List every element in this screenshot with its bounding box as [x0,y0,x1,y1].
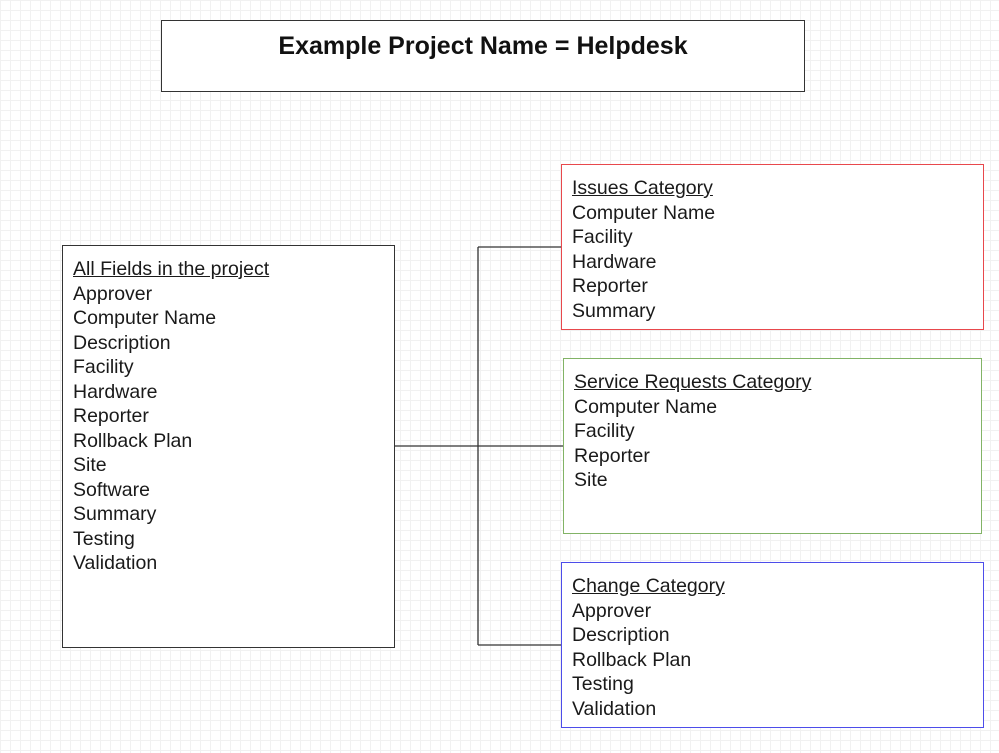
field-item: Approver [73,282,153,305]
field-item: Summary [73,503,157,525]
field-item: Hardware [73,380,158,403]
field-item: Description [73,331,171,354]
category-item: Validation [572,697,657,720]
service-requests-category-heading: Service Requests Category [574,371,812,393]
field-item: Software [73,478,150,501]
category-item: Facility [574,420,635,442]
category-item: Description [572,624,670,646]
category-item: Computer Name [574,395,718,418]
category-item: Computer Name [572,201,716,224]
category-item: Approver [572,599,652,622]
issues-category-box: Issues Category Computer Name Facility H… [561,164,984,330]
field-item: Reporter [73,405,149,427]
service-requests-category-list: Computer Name Facility Reporter Site [574,395,971,493]
all-fields-box: All Fields in the project Approver Compu… [62,245,395,648]
field-item: Facility [73,356,134,378]
issues-category-list: Computer Name Facility Hardware Reporter… [572,201,973,324]
all-fields-heading: All Fields in the project [73,258,270,280]
change-category-heading: Change Category [572,575,725,597]
service-requests-category-box: Service Requests Category Computer Name … [563,358,982,534]
category-item: Reporter [572,275,648,297]
issues-category-heading: Issues Category [572,177,713,199]
category-item: Testing [572,673,634,695]
change-category-box: Change Category Approver Description Rol… [561,562,984,728]
category-item: Hardware [572,250,657,273]
field-item: Site [73,454,107,476]
change-category-list: Approver Description Rollback Plan Testi… [572,599,973,722]
category-item: Summary [572,299,656,322]
category-item: Reporter [574,444,650,467]
field-item: Computer Name [73,307,217,329]
category-item: Rollback Plan [572,648,692,671]
project-title-box: Example Project Name = Helpdesk [161,20,805,92]
field-item: Validation [73,552,158,574]
project-title: Example Project Name = Helpdesk [278,32,688,60]
field-item: Testing [73,527,135,550]
category-item: Site [574,469,608,491]
field-item: Rollback Plan [73,429,193,452]
category-item: Facility [572,226,633,248]
all-fields-list: Approver Computer Name Description Facil… [73,282,384,576]
